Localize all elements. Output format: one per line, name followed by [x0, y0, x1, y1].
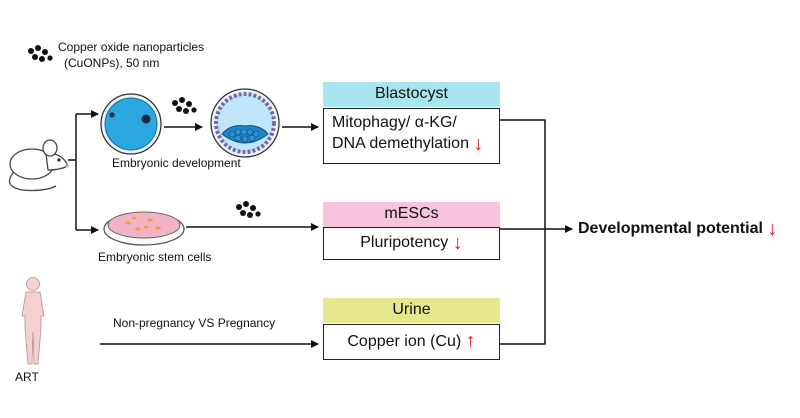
embryonic-stem-cells-label: Embryonic stem cells [98, 250, 212, 264]
urine-box-body: Copper ion (Cu) ↑ [323, 324, 500, 360]
human-figure-icon [21, 277, 45, 365]
mouse-icon [8, 139, 69, 192]
blastocyst-body-line1: Mitophagy/ α-KG/ [332, 114, 457, 131]
developmental-potential-label: Developmental potential ↓ [578, 217, 777, 241]
blastocyst-box-header: Blastocyst [323, 82, 500, 107]
petri-dish-icon [103, 211, 185, 246]
urine-body-text: Copper ion (Cu) [347, 333, 462, 350]
nanoparticle-cluster-icon [28, 45, 53, 62]
up-arrow-icon: ↑ [465, 330, 476, 353]
down-arrow-icon: ↓ [767, 218, 778, 240]
blastocyst-body-line2: DNA demethylation [332, 135, 469, 153]
embryonic-development-label: Embryonic development [112, 156, 241, 170]
pregnancy-label: Non-pregnancy VS Pregnancy [113, 316, 276, 330]
urine-box-header: Urine [323, 298, 500, 323]
nanoparticle-cluster-icon [172, 97, 197, 114]
mescs-body-text: Pluripotency [360, 234, 449, 252]
mescs-box-header: mESCs [323, 202, 500, 227]
art-label: ART [15, 370, 39, 384]
blastocyst-box-body: Mitophagy/ α-KG/ DNA demethylation ↓ [323, 108, 500, 164]
mescs-box-body: Pluripotency ↓ [323, 227, 500, 260]
nanoparticle-label-line2: (CuONPs), 50 nm [64, 56, 160, 70]
nanoparticle-label-line1: Copper oxide nanoparticles [58, 40, 205, 54]
down-arrow-icon: ↓ [452, 232, 463, 254]
outcome-text: Developmental potential [578, 220, 763, 238]
oocyte-icon [100, 93, 162, 155]
nanoparticle-cluster-icon [236, 201, 261, 218]
blastocyst-icon [210, 88, 280, 158]
down-arrow-icon: ↓ [473, 133, 484, 155]
